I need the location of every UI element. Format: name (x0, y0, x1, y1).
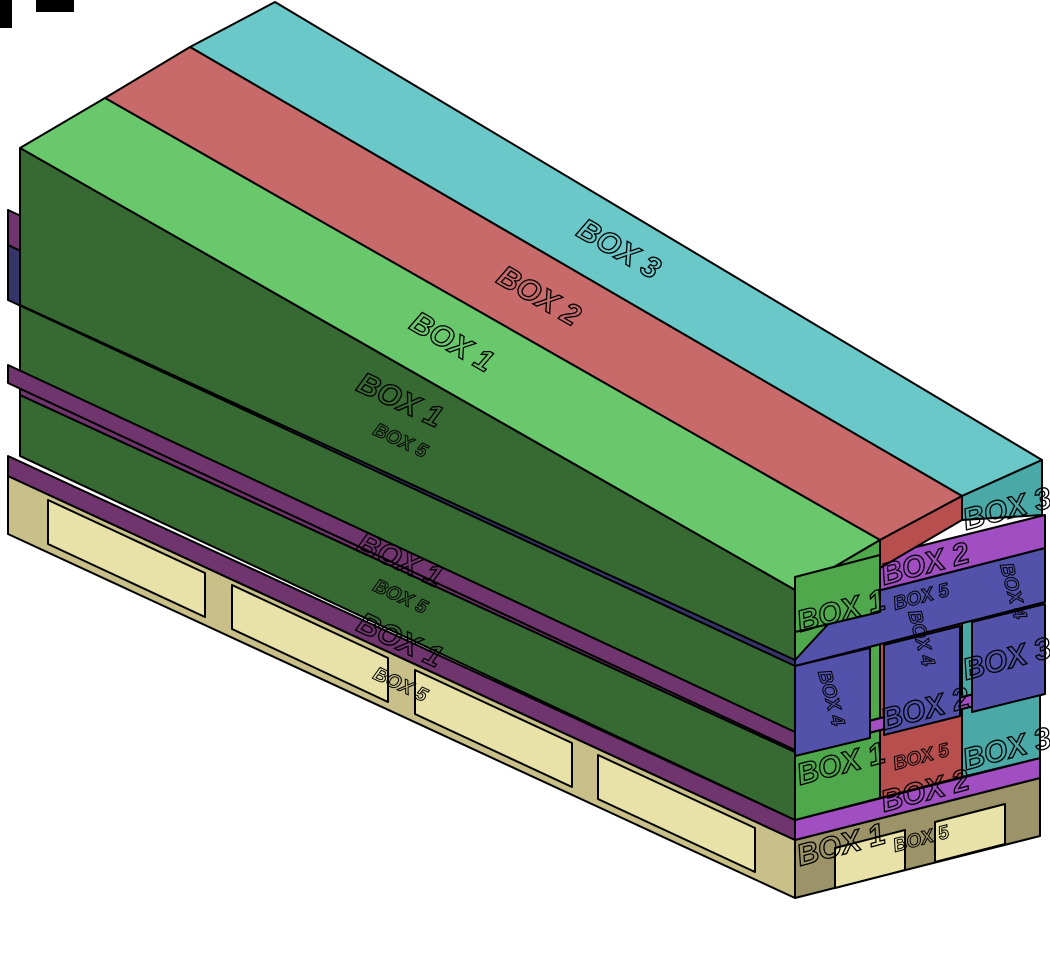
tier-1 (19, 394, 1041, 821)
pallet-opening (414, 669, 573, 788)
box3-end (961, 459, 1043, 521)
pallet (7, 475, 1041, 899)
heading-fragment (36, 0, 74, 12)
box4-end (971, 603, 1046, 713)
heading-fragment (0, 0, 12, 28)
box5-spacer-bottom (7, 455, 1041, 841)
box4-end (794, 647, 871, 757)
box4-end (883, 625, 961, 736)
pallet-opening (934, 803, 1006, 863)
pallet-opening (231, 584, 389, 703)
box1-end (794, 554, 881, 633)
pallet-opening (47, 499, 206, 618)
pallet-opening (834, 829, 906, 889)
box5-spacer-mid (7, 364, 796, 751)
pallet-opening (597, 754, 756, 873)
